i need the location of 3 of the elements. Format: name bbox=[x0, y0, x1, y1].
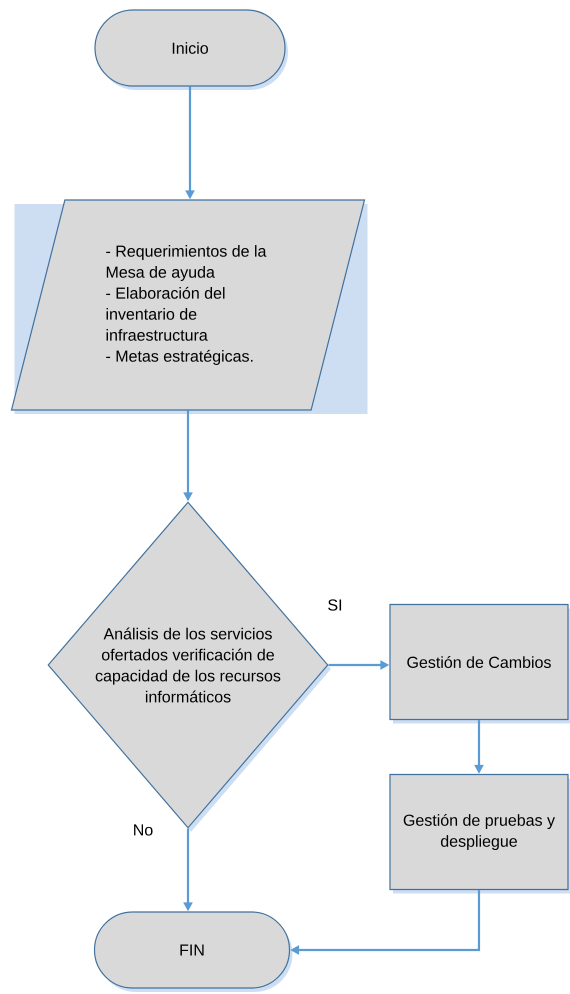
process-box: Gestión de Cambios bbox=[389, 604, 570, 724]
input-parallelogram: - Requerimientos de la Mesa de ayuda - Elaboración del inventario de infraestructura - Metas estratégicas. bbox=[10, 199, 368, 414]
process-box: Gestión de pruebas y despliegue bbox=[389, 774, 570, 894]
